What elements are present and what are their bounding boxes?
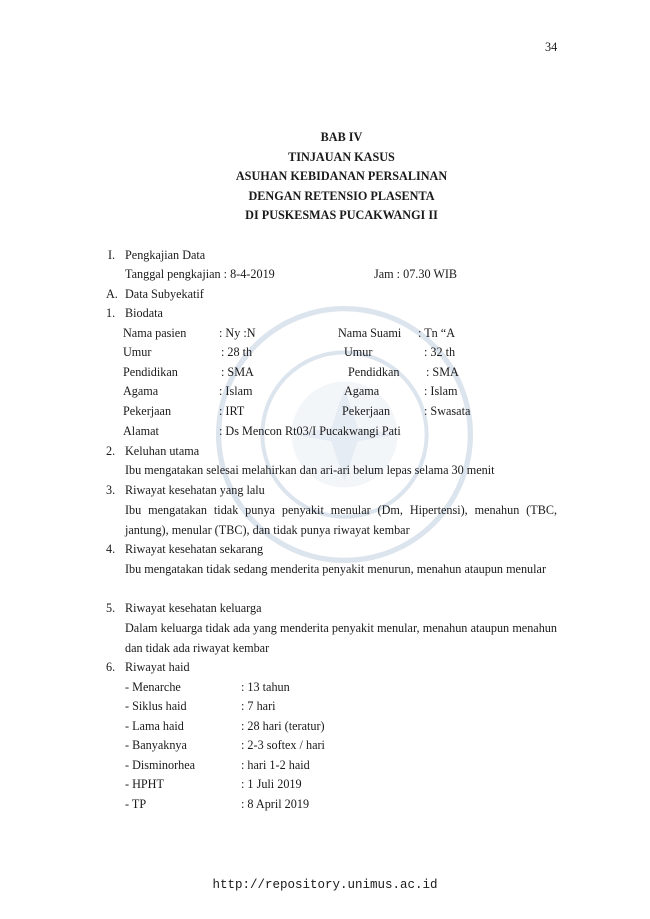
item-title: Riwayat kesehatan sekarang bbox=[125, 542, 264, 556]
assessment-date: Tanggal pengkajian : 8-4-2019 bbox=[125, 267, 275, 281]
haid-value: : hari 1-2 haid bbox=[241, 758, 310, 772]
page-number: 34 bbox=[545, 40, 558, 54]
item-body: Ibu mengatakan selesai melahirkan dan ar… bbox=[125, 463, 495, 477]
biodata-value: : 32 th bbox=[424, 345, 456, 359]
haid-value: : 7 hari bbox=[241, 699, 276, 713]
item-number: 4. bbox=[106, 542, 116, 556]
biodata-value: : Islam bbox=[424, 384, 458, 398]
biodata-label: Nama pasien bbox=[123, 326, 187, 340]
item-body: Ibu mengatakan tidak punya penyakit menu… bbox=[125, 503, 557, 537]
haid-value: : 8 April 2019 bbox=[241, 797, 310, 811]
item-title: Riwayat kesehatan yang lalu bbox=[125, 483, 265, 497]
biodata-label: Agama bbox=[123, 384, 159, 398]
item-title: Riwayat kesehatan keluarga bbox=[125, 601, 262, 615]
university-seal-watermark bbox=[215, 305, 474, 564]
chapter-number: BAB IV bbox=[320, 130, 363, 144]
haid-value: : 13 tahun bbox=[241, 680, 290, 694]
item-number: 1. bbox=[106, 306, 116, 320]
haid-label: - Lama haid bbox=[125, 719, 184, 733]
biodata-label: Pendidikan bbox=[123, 365, 178, 379]
biodata-value: : SMA bbox=[221, 365, 254, 379]
haid-label: - Banyaknya bbox=[125, 738, 187, 752]
item-title: Riwayat haid bbox=[125, 660, 190, 674]
item-number: 5. bbox=[106, 601, 116, 615]
chapter-title: TINJAUAN KASUS bbox=[288, 150, 395, 164]
haid-label: - HPHT bbox=[125, 777, 164, 791]
section-number: I. bbox=[108, 248, 116, 262]
item-title: Keluhan utama bbox=[125, 444, 200, 458]
biodata-label: Nama Suami bbox=[338, 326, 402, 340]
haid-value: : 28 hari (teratur) bbox=[241, 719, 325, 733]
item-body: Ibu mengatakan tidak sedang menderita pe… bbox=[125, 562, 547, 576]
biodata-label: Alamat bbox=[123, 424, 159, 438]
chapter-subtitle-2: DENGAN RETENSIO PLASENTA bbox=[248, 189, 435, 203]
haid-value: : 2-3 softex / hari bbox=[241, 738, 325, 752]
assessment-time: Jam : 07.30 WIB bbox=[374, 267, 458, 281]
repository-url[interactable]: http://repository.unimus.ac.id bbox=[212, 878, 438, 892]
haid-label: - Disminorhea bbox=[125, 758, 196, 772]
item-number: 3. bbox=[106, 483, 116, 497]
section-title: Pengkajian Data bbox=[125, 248, 206, 262]
item-number: 6. bbox=[106, 660, 116, 674]
biodata-label: Umur bbox=[344, 345, 373, 359]
biodata-label: Agama bbox=[344, 384, 380, 398]
chapter-subtitle-3: DI PUSKESMAS PUCAKWANGI II bbox=[245, 208, 438, 222]
haid-label: - Menarche bbox=[125, 680, 181, 694]
biodata-label: Umur bbox=[123, 345, 152, 359]
item-title: Biodata bbox=[125, 306, 163, 320]
item-body: Dalam keluarga tidak ada yang menderita … bbox=[125, 621, 557, 655]
subsection-title: Data Subyekatif bbox=[125, 287, 204, 301]
subsection-number: A. bbox=[106, 287, 118, 301]
biodata-value: : Islam bbox=[219, 384, 253, 398]
biodata-value: : Ds Mencon Rt03/I Pucakwangi Pati bbox=[219, 424, 401, 438]
biodata-label: Pekerjaan bbox=[123, 404, 172, 418]
haid-label: - Siklus haid bbox=[125, 699, 187, 713]
haid-label: - TP bbox=[125, 797, 147, 811]
biodata-value: : SMA bbox=[426, 365, 459, 379]
haid-value: : 1 Juli 2019 bbox=[241, 777, 302, 791]
biodata-value: : Swasata bbox=[424, 404, 471, 418]
biodata-value: : 28 th bbox=[221, 345, 253, 359]
biodata-label: Pendidkan bbox=[348, 365, 400, 379]
biodata-value: : Ny :N bbox=[219, 326, 256, 340]
biodata-value: : Tn “A bbox=[418, 326, 456, 340]
item-number: 2. bbox=[106, 444, 116, 458]
biodata-label: Pekerjaan bbox=[342, 404, 391, 418]
chapter-subtitle-1: ASUHAN KEBIDANAN PERSALINAN bbox=[235, 169, 448, 183]
biodata-value: : IRT bbox=[219, 404, 245, 418]
